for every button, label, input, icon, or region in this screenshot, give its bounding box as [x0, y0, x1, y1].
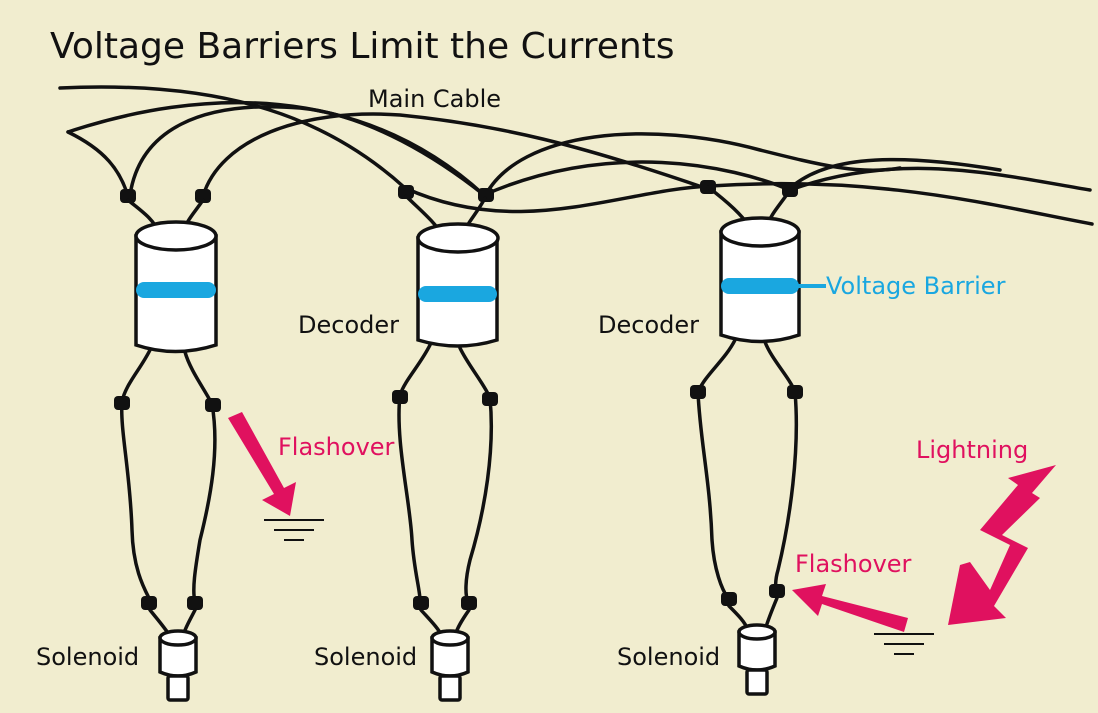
decoder-label-2: Decoder — [298, 311, 399, 339]
junction-node — [195, 189, 211, 203]
junction-node — [141, 596, 157, 610]
main-cable-wire-a — [58, 85, 1094, 226]
voltage-barrier-band — [136, 282, 216, 298]
cable-branch — [66, 130, 130, 198]
cable-arc-2 — [201, 112, 707, 198]
junction-node — [392, 390, 408, 404]
junction-node — [120, 189, 136, 203]
flashover-arrow-2 — [792, 584, 908, 632]
flashover-label-1: Flashover — [278, 433, 395, 461]
solenoid-label-3: Solenoid — [617, 643, 720, 671]
decoder-3 — [690, 185, 803, 600]
solenoid-label-2: Solenoid — [314, 643, 417, 671]
junction-node — [482, 392, 498, 406]
junction-node — [413, 596, 429, 610]
flashover-arrow-1 — [228, 412, 296, 516]
solenoid-2 — [419, 608, 471, 702]
cable-arc-3 — [483, 132, 902, 198]
lightning-label: Lightning — [916, 436, 1028, 464]
junction-node — [398, 185, 414, 199]
cable-arc-1 — [128, 105, 486, 197]
junction-node — [114, 396, 130, 410]
junction-node — [769, 584, 785, 598]
junction-node — [461, 596, 477, 610]
voltage-barrier-label: Voltage Barrier — [826, 272, 1006, 300]
solenoid-label-1: Solenoid — [36, 643, 139, 671]
junction-node — [187, 596, 203, 610]
voltage-barrier-band — [418, 286, 497, 302]
junction-node — [787, 385, 803, 399]
main-cable-label: Main Cable — [368, 85, 501, 113]
junction-node — [721, 592, 737, 606]
decoder-1 — [114, 198, 221, 604]
lightning-bolt — [948, 465, 1056, 625]
ground-symbol-1 — [264, 519, 324, 541]
voltage-barrier-band — [721, 278, 799, 294]
solenoid-1 — [148, 608, 198, 702]
junction-node — [690, 385, 706, 399]
ground-symbol-2 — [874, 633, 934, 655]
cable-arc-4 — [786, 157, 1002, 192]
decoder-2 — [392, 194, 500, 604]
solenoid-junctions — [141, 584, 785, 610]
solenoid-3 — [727, 596, 779, 696]
junction-node — [478, 188, 494, 202]
decoder-label-3: Decoder — [598, 311, 699, 339]
junction-node — [205, 398, 221, 412]
flashover-label-2: Flashover — [795, 550, 912, 578]
diagram-title: Voltage Barriers Limit the Currents — [50, 26, 675, 67]
main-cable — [58, 85, 1094, 226]
